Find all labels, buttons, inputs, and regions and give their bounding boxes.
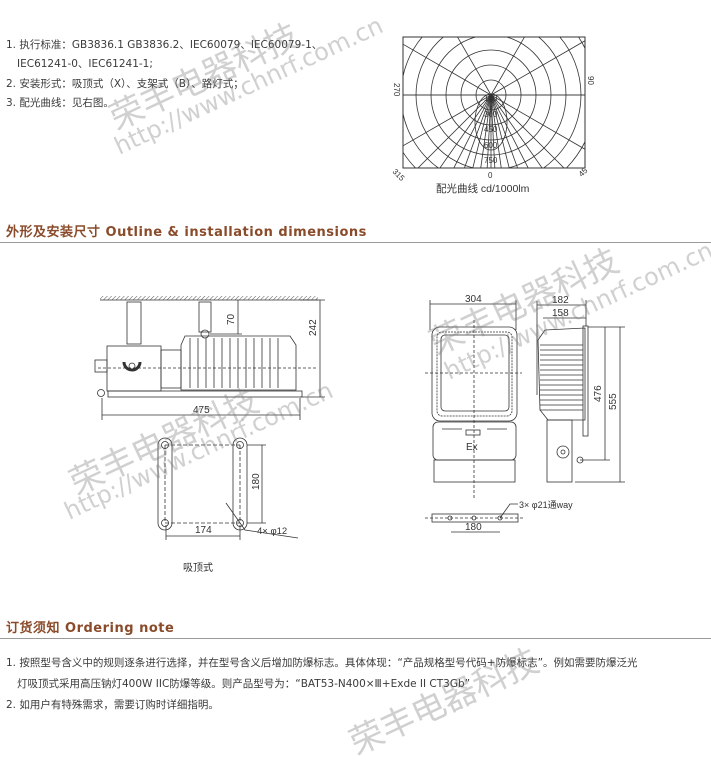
- dim-180: 180: [251, 473, 262, 490]
- hole-spec-bar: 3× φ21通way: [519, 500, 573, 510]
- spec-light-curve: 3. 配光曲线：见右图。: [6, 97, 114, 109]
- ceiling-caption: 吸顶式: [183, 561, 213, 574]
- polar-radial: [472, 94, 492, 168]
- ring-label: 300: [484, 110, 498, 119]
- polar-grid: [403, 37, 585, 168]
- ordering-item-2: 2. 如用户有特殊需求，需要订购时详细指明。: [6, 699, 219, 711]
- outline-heading: 外形及安装尺寸 Outline & installation dimension…: [6, 225, 367, 240]
- polar-radial: [490, 94, 529, 168]
- bracket: [433, 459, 516, 483]
- side-body: [537, 327, 586, 421]
- dim-475: 475: [193, 405, 210, 416]
- angle-label-0: 0: [488, 171, 493, 180]
- lamp-body: [180, 335, 297, 391]
- polar-radial: [480, 94, 492, 168]
- dim-70: 70: [226, 313, 237, 325]
- distribution-curve: [474, 93, 508, 151]
- angle-label-270: 270: [392, 83, 401, 97]
- dim-476: 476: [593, 385, 604, 402]
- polar-radial: [403, 43, 492, 96]
- polar-light-distribution-chart: 270 90 315 0 45 150 300 450 600 750 配光曲线…: [391, 36, 595, 195]
- polar-frame: [402, 36, 586, 169]
- dim-555: 555: [608, 393, 619, 410]
- polar-radial: [490, 94, 496, 168]
- polar-radial: [490, 94, 510, 168]
- drawings: 270 90 315 0 45 150 300 450 600 750 配光曲线…: [94, 36, 625, 574]
- polar-radial: [490, 40, 585, 96]
- ordering-item-1-cont: 灯吸顶式采用高压钠灯400W IIC防爆等级。则产品型号为：“BAT53-N40…: [17, 678, 471, 690]
- ring-label: 150: [484, 94, 498, 103]
- bracket: [198, 301, 212, 333]
- ring-label: 450: [484, 125, 498, 134]
- polar-radial: [453, 94, 492, 168]
- dim-174: 174: [195, 525, 212, 536]
- ceiling-mount-drawing: [94, 296, 325, 540]
- front-side-drawing: [425, 300, 625, 533]
- ring-label: 750: [484, 156, 498, 165]
- angle-label-90: 90: [586, 76, 595, 85]
- polar-radial: [490, 94, 502, 168]
- polar-radial: [439, 94, 492, 168]
- polar-radial: [457, 37, 492, 96]
- control-box: [432, 421, 517, 461]
- polar-radial: [490, 94, 585, 150]
- polar-radial: [464, 94, 492, 168]
- polar-radial: [490, 94, 518, 168]
- ceiling-hatch: [100, 296, 318, 300]
- bracket: [126, 301, 142, 345]
- ordering-heading: 订货须知 Ordering note: [6, 621, 175, 636]
- divider: [0, 638, 711, 639]
- dim-158: 158: [552, 308, 569, 319]
- polar-radial: [490, 94, 543, 168]
- hole-spec: 4× φ12: [257, 526, 287, 537]
- spec-install-type: 2. 安装形式：吸顶式（X）、支架式（B）、路灯式；: [6, 78, 244, 90]
- polar-radial: [486, 94, 492, 168]
- polar-caption: 配光曲线 cd/1000lm: [436, 182, 530, 195]
- divider: [0, 242, 711, 243]
- ordering-item-1: 1. 按照型号含义中的规则逐条进行选择，并在型号含义后增加防爆标志。具体体现：“…: [6, 657, 638, 669]
- polar-radial: [417, 94, 492, 168]
- dim-242: 242: [308, 319, 319, 336]
- front-frame: [431, 326, 518, 422]
- polar-radial: [490, 94, 565, 168]
- angle-label-315: 315: [391, 167, 407, 183]
- dim-182: 182: [552, 295, 569, 306]
- polar-radial: [490, 37, 525, 96]
- ex-mark: Ex: [466, 442, 478, 453]
- dim-180-bar: 180: [465, 522, 482, 533]
- base-plate: [107, 390, 303, 398]
- spec-standard: 1. 执行标准：GB3836.1 GB3836.2、IEC60079、IEC60…: [6, 39, 323, 51]
- dim-304: 304: [465, 294, 482, 305]
- ring-label: 600: [484, 141, 498, 150]
- polar-radial: [403, 94, 492, 147]
- spec-standard-cont: IEC61241-0、IEC61241-1;: [17, 58, 153, 70]
